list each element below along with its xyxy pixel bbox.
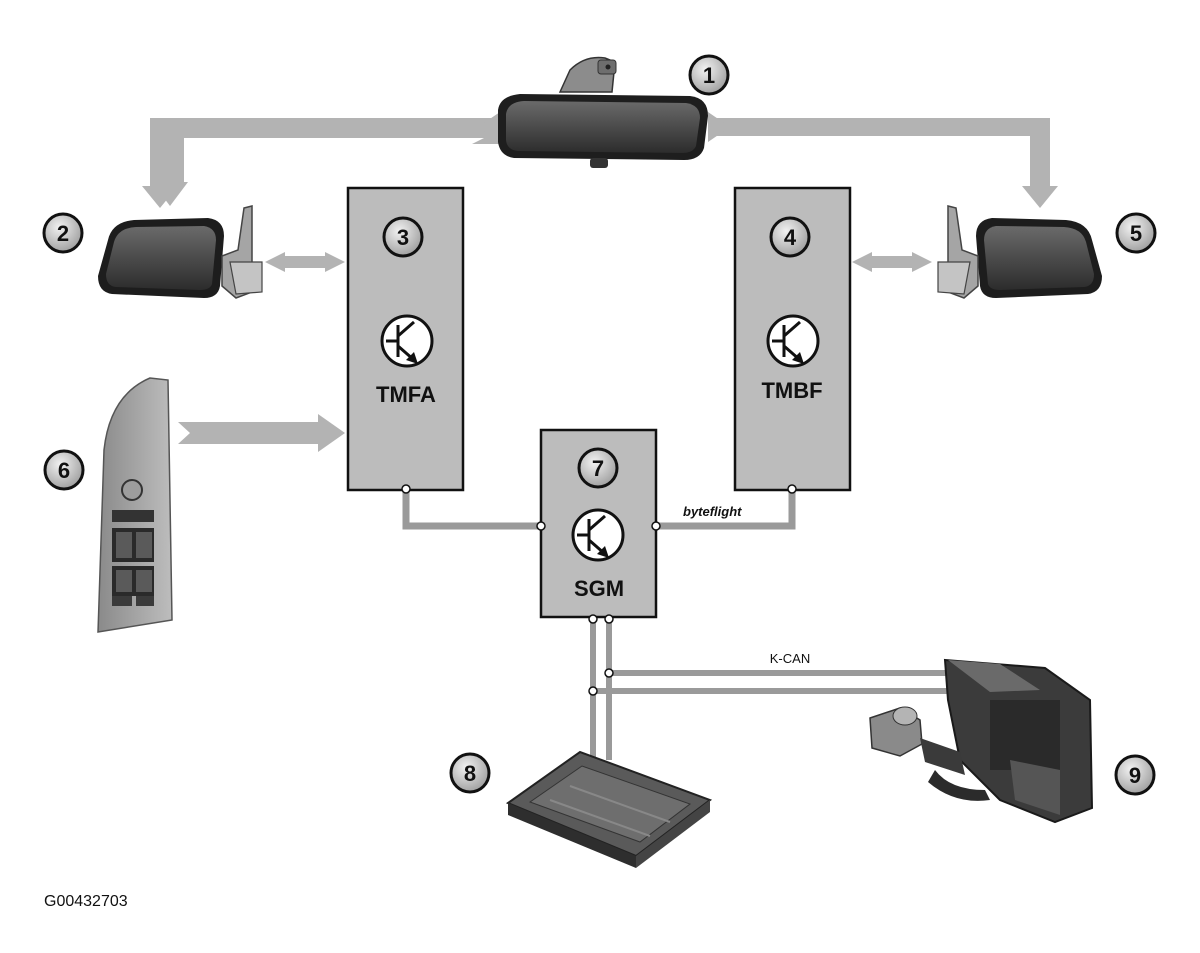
arrow-switch-to-tmfa <box>178 414 345 452</box>
window-switch-block-icon <box>97 377 173 633</box>
callout-7: 7 <box>577 447 619 489</box>
svg-text:1: 1 <box>703 63 715 88</box>
signal-arrows <box>142 112 1058 452</box>
control-unit-icon <box>505 750 713 868</box>
transistor-icon <box>571 508 625 562</box>
outside-mirror-icon <box>937 205 1102 299</box>
transistor-icon <box>380 314 434 368</box>
callout-4: 4 <box>769 216 811 258</box>
module-label-tmbf: TMBF <box>761 378 822 403</box>
svg-text:2: 2 <box>57 221 69 246</box>
auxiliary-heater-icon <box>869 658 1094 824</box>
module-label-tmfa: TMFA <box>376 382 436 407</box>
svg-text:8: 8 <box>464 761 476 786</box>
callout-9: 9 <box>1114 754 1156 796</box>
module-label-sgm: SGM <box>574 576 624 601</box>
callout-3: 3 <box>382 216 424 258</box>
arrow-tmbf-right-mirror <box>852 252 932 272</box>
transistor-icon <box>766 314 820 368</box>
svg-text:4: 4 <box>784 225 797 250</box>
callout-8: 8 <box>449 752 491 794</box>
figure-code: G00432703 <box>44 893 128 910</box>
arrow-top-left-bar <box>150 118 502 136</box>
bus-label-kcan: K-CAN <box>770 651 810 666</box>
svg-text:5: 5 <box>1130 221 1142 246</box>
arrow-tmfa-left-mirror <box>265 252 345 272</box>
svg-text:7: 7 <box>592 456 604 481</box>
callout-5: 5 <box>1115 212 1157 254</box>
callout-1: 1 <box>688 54 730 96</box>
svg-text:3: 3 <box>397 225 409 250</box>
kcan-wiring <box>588 614 955 760</box>
bus-label-byteflight: byteflight <box>683 504 742 519</box>
byteflight-wiring <box>401 484 797 531</box>
outside-mirror-icon <box>98 205 263 299</box>
rear-view-mirror-icon <box>498 56 708 168</box>
svg-text:9: 9 <box>1129 763 1141 788</box>
svg-text:6: 6 <box>58 458 70 483</box>
arrow-top-right-bar <box>710 118 1050 136</box>
callout-6: 6 <box>43 449 85 491</box>
callout-2: 2 <box>42 212 84 254</box>
